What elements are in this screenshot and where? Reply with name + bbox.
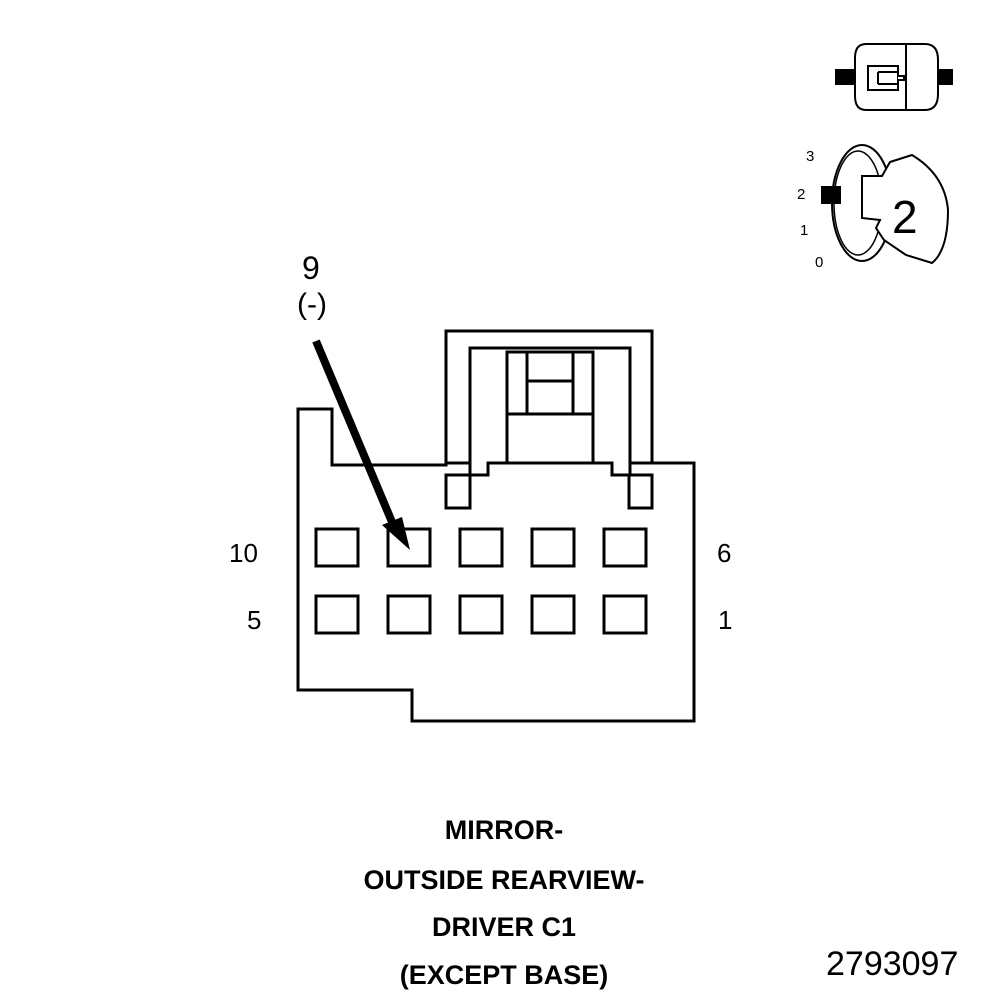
- pin-cavity-6: [602, 527, 648, 568]
- pin-cavity-5: [314, 594, 360, 635]
- caption-line-2: OUTSIDE REARVIEW-: [363, 865, 645, 895]
- view-selected-number: 2: [892, 191, 918, 243]
- pin-callout-arrow: [312, 339, 410, 550]
- figure-id: 2793097: [826, 945, 959, 983]
- row-label-top-right: 6: [717, 538, 732, 568]
- row-label-top-left: 10: [229, 538, 258, 568]
- caption-line-1: MIRROR-: [444, 815, 564, 845]
- view-scale-0: 0: [815, 254, 824, 271]
- locking-tab: [444, 329, 654, 510]
- pin-cavity-7: [530, 527, 576, 568]
- pin-callout-polarity: (-): [297, 288, 327, 321]
- pin-cavities: [314, 527, 648, 635]
- view-scale-2: 2: [797, 186, 806, 203]
- view-indicator-icon: [821, 144, 950, 265]
- pin-cavity-4: [386, 594, 432, 635]
- pin-cavity-2: [530, 594, 576, 635]
- pin-cavity-10: [314, 527, 360, 568]
- pin-cavity-8: [458, 527, 504, 568]
- row-label-bottom-right: 1: [718, 605, 733, 635]
- row-label-bottom-left: 5: [247, 605, 262, 635]
- connector-symbol-icon: [835, 43, 953, 111]
- caption-line-3: DRIVER C1: [431, 912, 577, 942]
- view-scale-3: 3: [806, 148, 815, 165]
- pin-cavity-1: [602, 594, 648, 635]
- pin-cavity-3: [458, 594, 504, 635]
- pin-callout-number: 9: [302, 250, 320, 286]
- view-scale-1: 1: [800, 222, 809, 239]
- caption-line-4: (EXCEPT BASE): [399, 960, 609, 990]
